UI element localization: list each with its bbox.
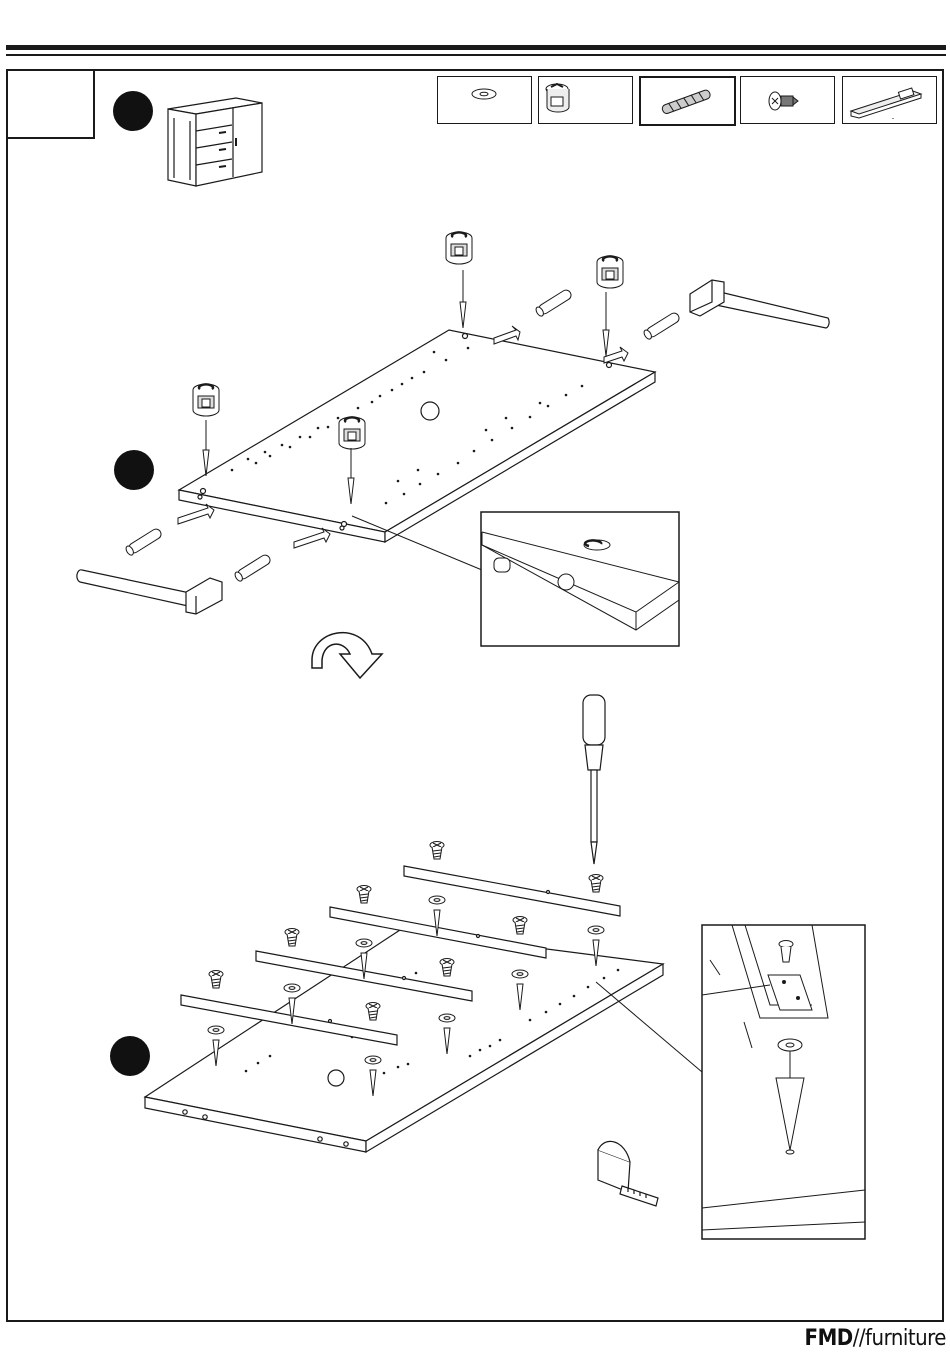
tape-measure-icon (598, 1141, 658, 1206)
panel-step-3 (145, 930, 663, 1152)
dresser-icon (168, 98, 262, 186)
screwdriver-icon (583, 695, 605, 864)
hammer-icon-right (690, 280, 829, 328)
brand-logo: FMD//furniture (805, 1326, 946, 1351)
panel-step-2 (179, 330, 655, 542)
hammer-icon-left (77, 570, 222, 614)
flip-arrow-icon (312, 633, 382, 678)
